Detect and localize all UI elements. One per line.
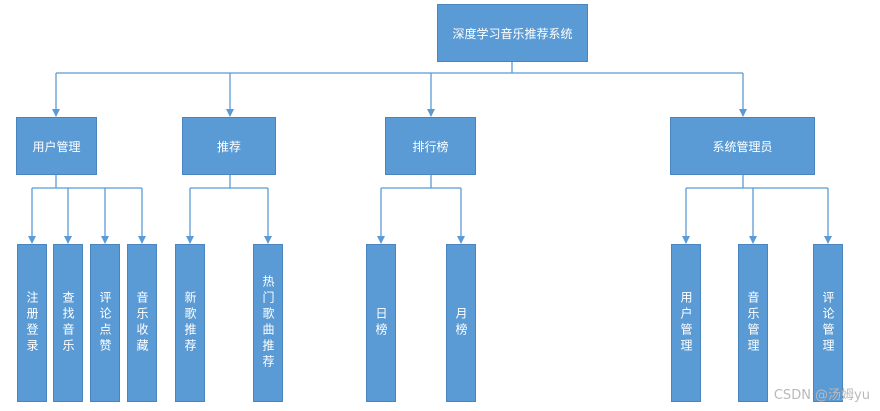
node-system-admin: 系统管理员 <box>670 117 815 175</box>
leaf-register-login: 注册登录 <box>17 244 47 402</box>
node-label: 用户管理 <box>32 139 81 154</box>
leaf-label: 日榜 <box>374 307 388 339</box>
leaf-label: 热门歌曲推荐 <box>261 275 275 371</box>
leaf-label: 音乐管理 <box>746 291 760 355</box>
leaf-label: 用户管理 <box>679 291 693 355</box>
node-label: 推荐 <box>216 139 241 154</box>
leaf-label: 评论管理 <box>821 291 835 355</box>
node-label: 排行榜 <box>412 139 449 154</box>
leaf-comment-like: 评论点赞 <box>90 244 120 402</box>
root-node: 深度学习音乐推荐系统 <box>437 4 588 62</box>
leaf-admin-music-management: 音乐管理 <box>738 244 768 402</box>
watermark: CSDN @汤姆yu <box>773 388 870 403</box>
leaf-new-song-recommend: 新歌推荐 <box>175 244 205 402</box>
node-recommend: 推荐 <box>182 117 276 175</box>
leaf-label: 月榜 <box>454 307 468 339</box>
leaf-admin-user-management: 用户管理 <box>671 244 701 402</box>
leaf-search-music: 查找音乐 <box>53 244 83 402</box>
node-user-management: 用户管理 <box>16 117 97 175</box>
root-label: 深度学习音乐推荐系统 <box>452 26 573 41</box>
leaf-label: 新歌推荐 <box>183 291 197 355</box>
leaf-label: 音乐收藏 <box>135 291 149 355</box>
leaf-admin-comment-management: 评论管理 <box>813 244 843 402</box>
leaf-daily-chart: 日榜 <box>366 244 396 402</box>
leaf-label: 查找音乐 <box>61 291 75 355</box>
leaf-hot-song-recommend: 热门歌曲推荐 <box>253 244 283 402</box>
node-label: 系统管理员 <box>712 139 773 154</box>
leaf-music-favorite: 音乐收藏 <box>127 244 157 402</box>
leaf-label: 评论点赞 <box>98 291 112 355</box>
leaf-label: 注册登录 <box>25 291 39 355</box>
leaf-monthly-chart: 月榜 <box>446 244 476 402</box>
node-ranking: 排行榜 <box>385 117 476 175</box>
